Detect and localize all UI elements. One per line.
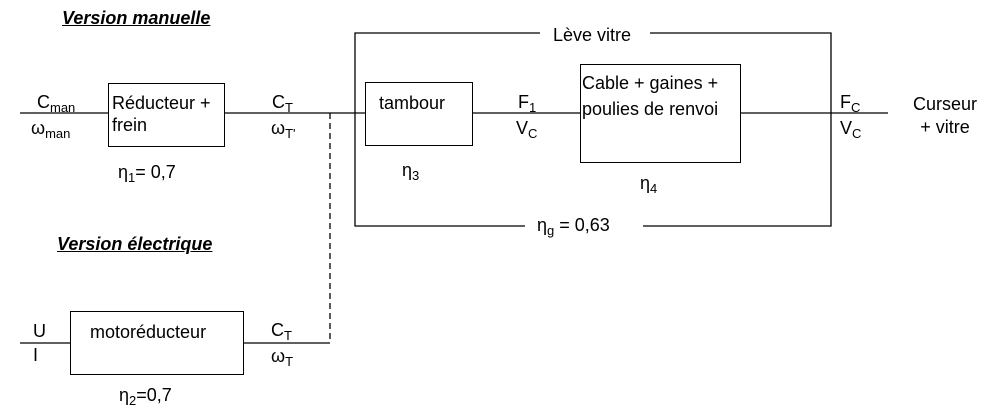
block-tambour-label: tambour (379, 93, 446, 113)
efficiency-eta4: η4 (640, 173, 658, 196)
block-tambour: tambour (365, 82, 473, 146)
block-reducteur-line2: frein (112, 115, 148, 135)
group-frame-left (354, 32, 540, 227)
efficiency-eta3: η3 (402, 160, 420, 183)
output-label-line1: Curseur (912, 94, 978, 114)
block-moto-label: motoréducteur (90, 322, 207, 342)
signal-v-c-2: VC (840, 118, 862, 141)
block-cable-line2: poulies de renvoi (582, 99, 719, 119)
block-cable-line1: Cable + gaines + (582, 73, 719, 93)
efficiency-eta2: η2=0,7 (119, 385, 172, 408)
block-reducteur-frein: Réducteur + frein (108, 83, 225, 147)
group-title: Lève vitre (553, 25, 632, 45)
signal-c-t-manual: CT (272, 92, 293, 115)
efficiency-eta-global: ηg = 0,63 (537, 215, 610, 238)
signal-c-t-electric: CT (271, 320, 292, 343)
signal-omega-t: ωT (271, 346, 294, 369)
signal-omega-man: ωman (31, 118, 71, 141)
title-manual: Version manuelle (62, 8, 211, 28)
signal-f-c: FC (840, 92, 861, 115)
output-label-line2: + vitre (920, 117, 970, 137)
efficiency-eta1: η1= 0,7 (118, 162, 176, 185)
signal-i: I (33, 345, 39, 365)
signal-f1: F1 (518, 92, 537, 115)
group-frame-right (643, 32, 832, 227)
signal-u: U (33, 321, 46, 341)
block-cable-gaines-poulies: Cable + gaines + poulies de renvoi (580, 64, 741, 163)
signal-v-c-1: VC (516, 118, 538, 141)
title-electric: Version électrique (57, 234, 213, 254)
block-motoreducteur: motoréducteur (70, 311, 244, 375)
block-reducteur-line1: Réducteur + (112, 93, 211, 113)
signal-c-man: Cman (37, 92, 76, 115)
signal-omega-t-prime: ωT' (271, 118, 296, 141)
